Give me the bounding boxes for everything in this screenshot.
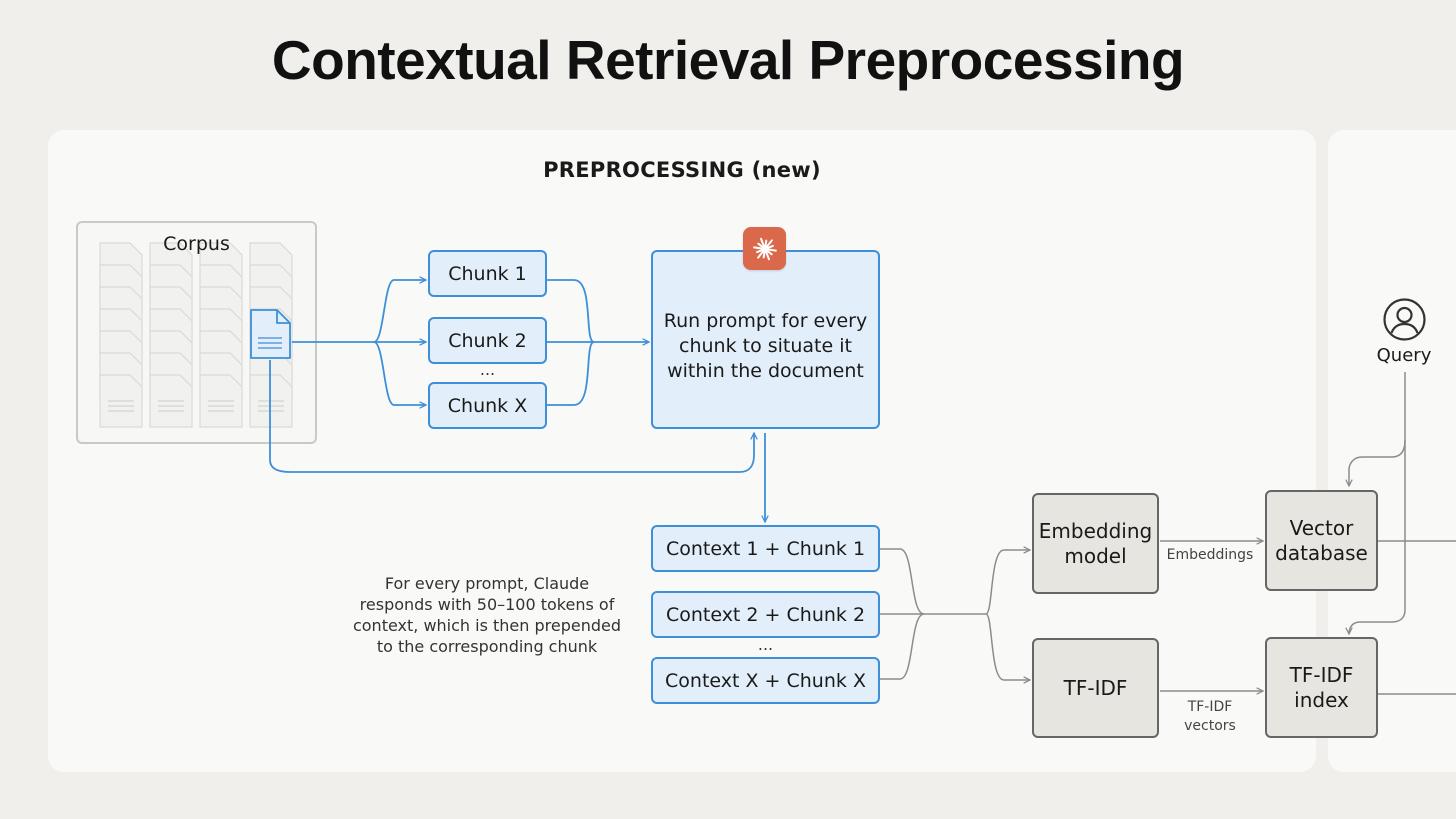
context-chunk-box: Context 1 + Chunk 1 [651,525,880,572]
embedding-model-label: Embedding model [1038,518,1153,568]
chunk-box: Chunk 2 [428,317,547,364]
merge-to-tfidf [985,613,1030,680]
split-to-chunk-x [373,341,426,405]
context-chunk-box: Context X + Chunk X [651,657,880,704]
corpus-documents [99,242,293,428]
tfidf-vectors-label: TF-IDF vectors [1184,699,1236,734]
chunk-x-merge [547,341,595,406]
tfidf-label: TF-IDF [1063,675,1128,700]
context-chunk-box: Context 2 + Chunk 2 [651,591,880,638]
query-line [1349,372,1406,634]
prompt-box-text: Run prompt for every chunk to situate it… [663,310,868,382]
embedding-model-box: Embedding model [1032,493,1159,594]
chunk-box: Chunk 1 [428,250,547,297]
section-title: PREPROCESSING (new) [543,158,821,182]
claude-logo-icon [743,227,786,270]
doc-to-prompt-loop [269,360,754,473]
corpus-document-icon [199,374,243,428]
corpus-container [76,221,317,444]
vector-database-box: Vector database [1265,490,1378,591]
corpus-document-icon [249,374,293,428]
chunk-ellipsis: ... [479,360,496,379]
context-ellipsis: ... [757,635,774,654]
query-label: Query [1376,345,1432,366]
claude-star-ray [763,244,774,250]
vector-database-label: Vector database [1275,515,1368,565]
merge-to-embedding [985,550,1030,615]
page-title: Contextual Retrieval Preprocessing [271,29,1185,91]
corpus-document-icon [99,374,143,428]
ctx-1-merge [880,548,925,615]
tfidf-index-box: TF-IDF index [1265,637,1378,738]
tfidf-index-label: TF-IDF index [1289,662,1354,712]
prompt-box: Run prompt for every chunk to situate it… [651,250,880,429]
embeddings-label: Embeddings [1166,547,1254,563]
split-to-chunk-1 [373,280,426,343]
document-icon [250,309,291,359]
chunk-1-merge [547,279,595,343]
tfidf-box: TF-IDF [1032,638,1159,738]
claude-response-note: For every prompt, Claude responds with 5… [352,574,622,656]
ctx-x-merge [880,613,925,680]
corpus-label: Corpus [163,233,230,255]
corpus-document-icon [149,374,193,428]
claude-star-shape [752,237,777,260]
query-to-vector-db [1349,439,1406,486]
user-circle-icon [1383,298,1426,341]
chunk-box: Chunk X [428,382,547,429]
